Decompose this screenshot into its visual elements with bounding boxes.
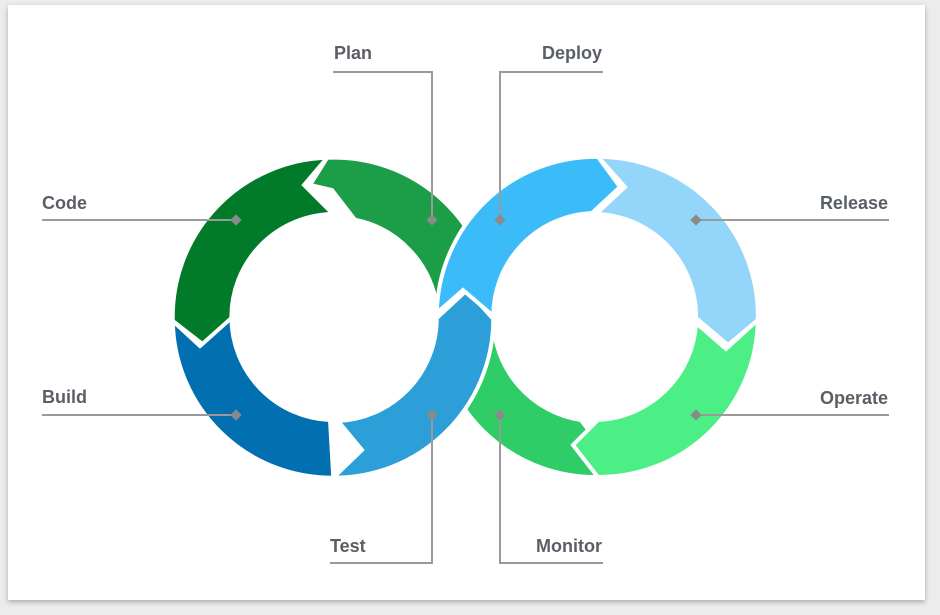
marker-operate — [690, 409, 702, 421]
marker-test — [426, 409, 438, 421]
segment-test — [328, 287, 496, 480]
label-build: Build — [42, 387, 87, 407]
segment-operate — [570, 315, 760, 480]
segment-code — [170, 155, 338, 349]
label-operate: Operate — [820, 388, 888, 408]
label-test: Test — [330, 536, 366, 556]
marker-release — [690, 214, 702, 226]
leader-test — [330, 415, 433, 564]
label-code: Code — [42, 193, 87, 213]
segment-build — [170, 313, 336, 480]
label-deploy: Deploy — [542, 43, 602, 63]
leader-plan — [333, 71, 433, 220]
marker-monitor — [494, 409, 506, 421]
marker-build — [230, 409, 242, 421]
segment-deploy — [434, 154, 623, 321]
leader-monitor — [499, 415, 603, 564]
marker-plan — [426, 214, 438, 226]
label-monitor: Monitor — [536, 536, 602, 556]
marker-deploy — [494, 214, 506, 226]
label-plan: Plan — [334, 43, 372, 63]
leader-deploy — [499, 71, 603, 220]
marker-code — [230, 214, 242, 226]
label-release: Release — [820, 193, 888, 213]
